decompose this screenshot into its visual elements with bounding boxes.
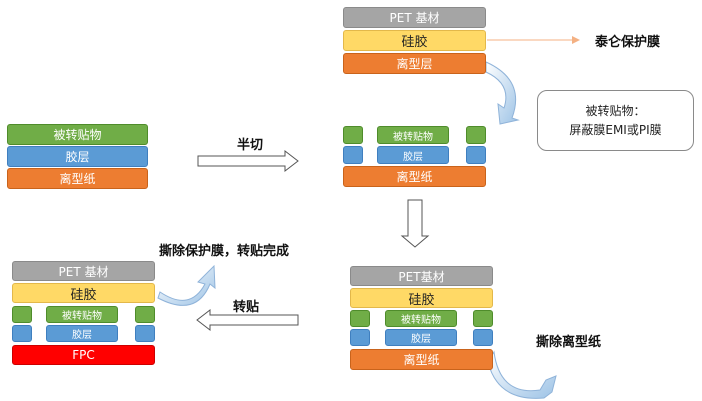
waste-adherend-right xyxy=(466,126,486,144)
transfer-arrow xyxy=(196,308,299,332)
silicone-layer-top: 硅胶 xyxy=(343,30,486,51)
note-line-1: 被转贴物： xyxy=(585,103,646,118)
tesa-film-label: 泰仑保护膜 xyxy=(595,35,661,50)
peel-protective-label: 撕除保护膜，转贴完成 xyxy=(159,244,290,259)
curved-arrow-peel-protective xyxy=(157,264,216,306)
curved-arrow-top xyxy=(485,61,520,125)
waste-adhesive-right-final xyxy=(135,325,155,342)
half-cut-arrow xyxy=(197,149,299,173)
release-paper-raw: 离型纸 xyxy=(7,168,148,189)
fpc-layer: FPC xyxy=(12,345,155,365)
waste-adherend-left-laminated xyxy=(350,310,370,327)
half-cut-label: 半切 xyxy=(237,138,264,153)
release-paper-cut: 离型纸 xyxy=(343,166,486,187)
waste-adherend-right-final xyxy=(135,306,155,323)
adhesive-layer-cut: 胶层 xyxy=(377,146,449,164)
waste-adhesive-right xyxy=(466,146,486,164)
down-arrow xyxy=(400,199,430,248)
adherend-layer-laminated: 被转贴物 xyxy=(385,310,457,327)
silicone-layer-laminated: 硅胶 xyxy=(350,288,493,308)
adhesive-layer-raw: 胶层 xyxy=(7,146,148,167)
adhesive-layer-final: 胶层 xyxy=(46,325,118,342)
transfer-label: 转贴 xyxy=(233,300,260,315)
waste-adherend-left-final xyxy=(12,306,32,323)
curved-arrow-peel-release xyxy=(487,350,557,399)
waste-adhesive-left xyxy=(343,146,363,164)
adhesive-layer-laminated: 胶层 xyxy=(385,329,457,346)
pet-layer-laminated: PET基材 xyxy=(350,266,493,286)
adherend-layer-raw: 被转贴物 xyxy=(7,124,148,145)
release-layer-top: 离型层 xyxy=(343,53,486,74)
waste-adherend-right-laminated xyxy=(473,310,493,327)
note-box: 被转贴物： 屏蔽膜EMI或PI膜 xyxy=(537,90,694,151)
adherend-layer-final: 被转贴物 xyxy=(46,306,118,323)
waste-adhesive-left-final xyxy=(12,325,32,342)
peel-release-label: 撕除离型纸 xyxy=(536,335,602,350)
release-paper-laminated: 离型纸 xyxy=(350,349,493,370)
tesa-pointer-arrow xyxy=(487,36,580,44)
waste-adhesive-left-laminated xyxy=(350,329,370,346)
waste-adherend-left xyxy=(343,126,363,144)
pet-layer-final: PET 基材 xyxy=(12,261,155,281)
pet-layer-top: PET 基材 xyxy=(343,7,486,28)
note-line-2: 屏蔽膜EMI或PI膜 xyxy=(569,122,662,137)
waste-adhesive-right-laminated xyxy=(473,329,493,346)
adherend-layer-cut: 被转贴物 xyxy=(377,126,449,144)
silicone-layer-final: 硅胶 xyxy=(12,283,155,303)
